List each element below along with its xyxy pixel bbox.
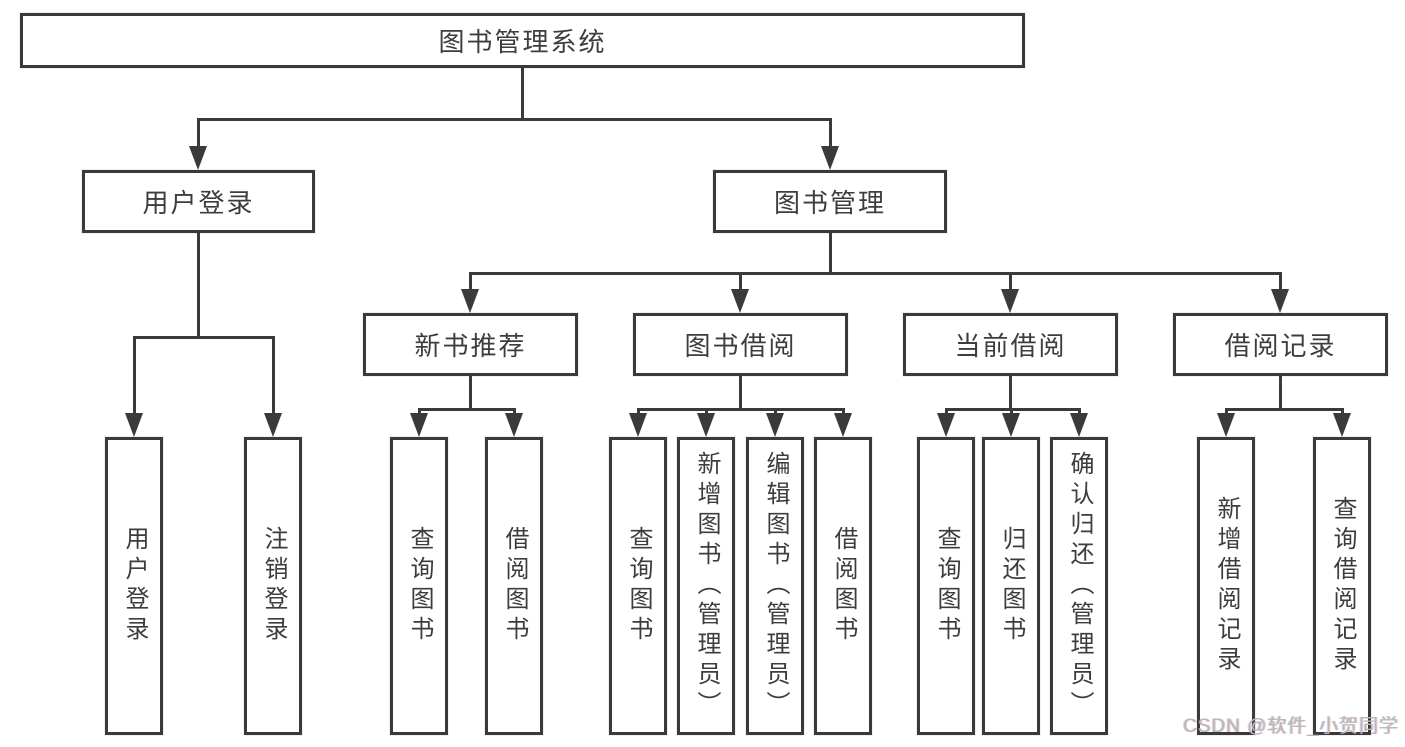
arrowhead-down-icon — [821, 146, 839, 170]
node-leaf-add-books: 新增图书（管理员） — [677, 437, 735, 735]
connector-rail-current-borrowing — [944, 408, 1081, 411]
connector-drop-book-management — [1008, 272, 1012, 295]
arrowhead-down-icon — [1217, 413, 1235, 437]
arrowhead-down-icon — [410, 413, 428, 437]
arrowhead-down-icon — [1002, 413, 1020, 437]
arrowhead-down-icon — [1001, 289, 1019, 313]
connector-stem-root — [520, 68, 524, 121]
csdn-watermark: CSDN @软件_小贺同学 — [1183, 716, 1399, 737]
node-leaf-return-books: 归还图书 — [982, 437, 1040, 735]
node-leaf-query-books-2: 查询图书 — [609, 437, 667, 735]
connector-rail-user-login — [132, 336, 275, 339]
node-leaf-edit-books: 编辑图书（管理员） — [746, 437, 804, 735]
node-root: 图书管理系统 — [20, 13, 1025, 68]
node-leaf-borrow-books-2: 借阅图书 — [814, 437, 872, 735]
arrowhead-down-icon — [937, 413, 955, 437]
node-leaf-query-borrow-record: 查询借阅记录 — [1313, 437, 1371, 735]
arrowhead-down-icon — [1070, 413, 1088, 437]
connector-rail-borrowing-records — [1224, 408, 1344, 411]
arrowhead-down-icon — [629, 413, 647, 437]
node-leaf-user-login: 用户登录 — [105, 437, 163, 735]
arrowhead-down-icon — [766, 413, 784, 437]
connector-drop-book-management — [468, 272, 472, 295]
arrowhead-down-icon — [505, 413, 523, 437]
connector-drop-book-management — [1278, 272, 1282, 295]
arrowhead-down-icon — [461, 289, 479, 313]
arrowhead-down-icon — [834, 413, 852, 437]
node-leaf-logout: 注销登录 — [244, 437, 302, 735]
arrowhead-down-icon — [1333, 413, 1351, 437]
node-leaf-borrow-books-1: 借阅图书 — [485, 437, 543, 735]
node-leaf-add-borrow-record: 新增借阅记录 — [1197, 437, 1255, 735]
connector-stem-book-borrowing — [738, 376, 742, 411]
connector-stem-new-book-recommend — [468, 376, 472, 411]
connector-drop-book-management — [738, 272, 742, 295]
connector-stem-current-borrowing — [1008, 376, 1012, 411]
node-new-book-recommend: 新书推荐 — [363, 313, 578, 376]
connector-drop-user-login — [132, 336, 136, 419]
connector-stem-borrowing-records — [1278, 376, 1282, 411]
node-user-login: 用户登录 — [82, 170, 315, 233]
connector-rail-book-borrowing — [636, 408, 845, 411]
connector-rail-new-book-recommend — [417, 408, 516, 411]
connector-stem-user-login — [196, 233, 200, 339]
arrowhead-down-icon — [1271, 289, 1289, 313]
node-borrowing-records: 借阅记录 — [1173, 313, 1388, 376]
connector-rail-root — [196, 118, 832, 121]
connector-stem-book-management — [828, 233, 832, 275]
arrowhead-down-icon — [264, 413, 282, 437]
node-current-borrowing: 当前借阅 — [903, 313, 1118, 376]
node-leaf-query-books-3: 查询图书 — [917, 437, 975, 735]
arrowhead-down-icon — [125, 413, 143, 437]
arrowhead-down-icon — [189, 146, 207, 170]
arrowhead-down-icon — [731, 289, 749, 313]
node-leaf-confirm-return: 确认归还（管理员） — [1050, 437, 1108, 735]
connector-rail-book-management — [468, 272, 1282, 275]
connector-drop-root — [196, 118, 200, 152]
node-book-management: 图书管理 — [713, 170, 947, 233]
arrowhead-down-icon — [697, 413, 715, 437]
node-leaf-query-books-1: 查询图书 — [390, 437, 448, 735]
connector-drop-root — [828, 118, 832, 152]
node-book-borrowing: 图书借阅 — [633, 313, 848, 376]
connector-drop-user-login — [271, 336, 275, 419]
